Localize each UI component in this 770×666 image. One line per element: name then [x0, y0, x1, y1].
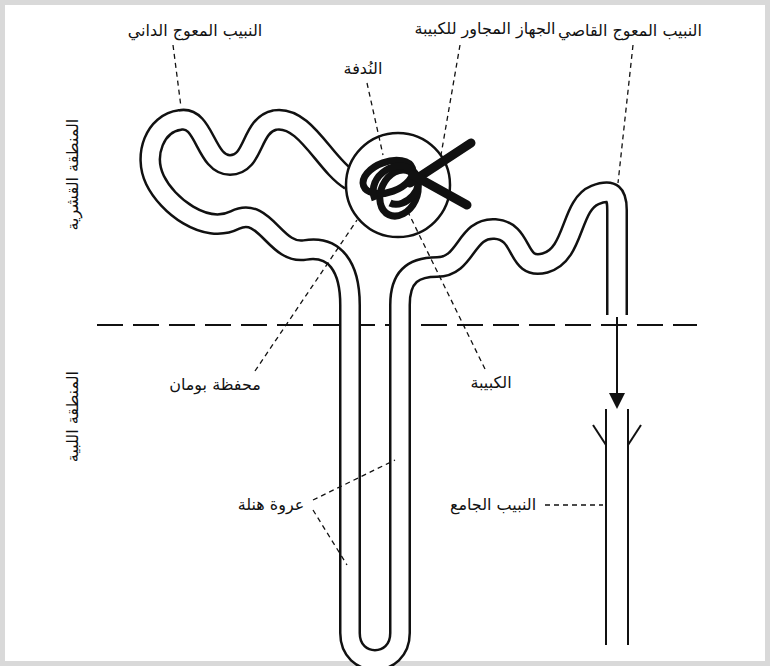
leader-line: [407, 210, 485, 369]
collecting-duct-branch: [628, 425, 641, 445]
part-label: الجهاز المجاور للكبيبة: [412, 19, 557, 38]
leader-line: [618, 45, 633, 183]
nephron-illustration: [5, 5, 770, 666]
region-label: المنطقة القشرية: [63, 117, 82, 233]
part-label: النبيب المعوج القاصي: [556, 21, 704, 40]
arteriole: [413, 175, 467, 205]
leader-line: [255, 220, 357, 371]
part-label: الكبيبة: [468, 373, 513, 392]
collecting-duct-branch: [593, 425, 606, 445]
part-label: النبيب المعوج الداني: [126, 21, 265, 40]
leader-line: [313, 510, 347, 565]
part-label: النُدفة: [342, 59, 385, 78]
part-label: محفظة بومان: [167, 375, 263, 394]
tubule-lumen: [150, 120, 617, 660]
flow-arrowhead: [609, 393, 625, 409]
leader-lines: [173, 45, 633, 565]
leader-line: [367, 83, 383, 155]
part-label: عروة هنلة: [236, 495, 307, 514]
leader-line: [545, 504, 603, 505]
region-label: المنطقة اللبية: [63, 369, 82, 464]
leader-line: [441, 45, 460, 155]
leader-line: [173, 45, 181, 107]
leader-line: [313, 460, 395, 500]
flow-line: [616, 317, 618, 397]
glomerular-tuft: [358, 154, 425, 222]
part-label: النبيب الجامع: [448, 495, 538, 514]
tubule-outline: [150, 120, 617, 660]
